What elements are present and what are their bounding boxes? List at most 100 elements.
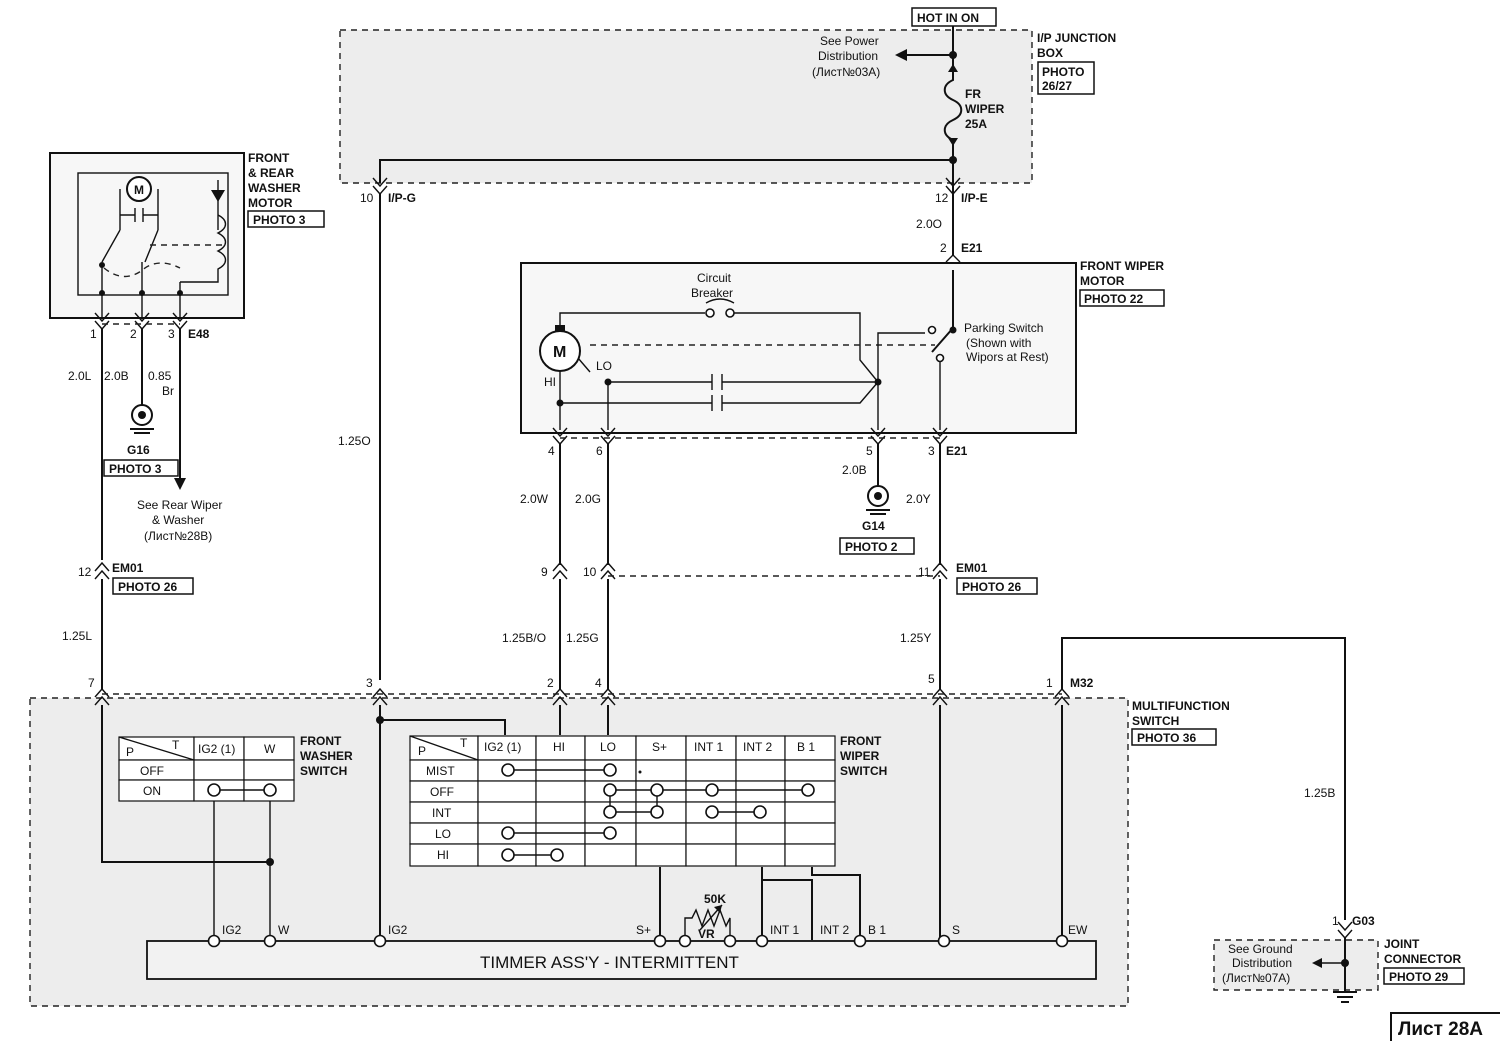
junction-dot (266, 858, 274, 866)
ipg-pin: 10 (360, 191, 374, 205)
wiper-row-hi: HI (437, 848, 449, 862)
resistor-label: 50K (704, 892, 726, 906)
breaker-label2: Breaker (691, 286, 733, 300)
multifunction-photo: PHOTO 36 (1137, 731, 1196, 745)
timer-pin-int1: INT 1 (770, 923, 799, 937)
joint-photo-box (1383, 967, 1465, 985)
hi-lo-switch-feeds (559, 705, 609, 735)
wire-125y-label: 1.25Y (900, 631, 931, 645)
hot-in-on-label: HOT IN ON (917, 11, 979, 25)
wiper-table-cell (735, 780, 786, 803)
wire-125g-label: 1.25G (566, 631, 599, 645)
breaker-right-wire (734, 312, 879, 383)
washer-switch-title3: SWITCH (300, 764, 347, 778)
ip-junction-title2: BOX (1037, 46, 1063, 60)
washer-ew-feed (101, 705, 270, 863)
g16-ground-bars (130, 428, 154, 434)
m32-pin4: 4 (595, 676, 602, 690)
e21-pin5: 5 (866, 444, 873, 458)
g16-photo-box (103, 459, 179, 477)
wiper-table-cell (735, 822, 786, 845)
wiper-table-cell (584, 843, 637, 867)
power-ref-line2: Distribution (818, 49, 878, 63)
e21-bottom-label: E21 (946, 444, 968, 458)
motor-top-wire (559, 312, 705, 325)
wiper-table-cell (735, 759, 786, 782)
g16-label: G16 (127, 443, 150, 457)
joint-connector-area (1213, 939, 1379, 991)
washer-switch-table (118, 736, 295, 802)
washer-switch-col-w: W (264, 742, 276, 756)
fuse-label-1: FR (965, 87, 981, 101)
rear-ref-line1: See Rear Wiper (137, 498, 222, 512)
wiper-motor-m: M (553, 344, 566, 361)
fuse-arrow-bottom (948, 138, 958, 146)
ground-ref-line1: See Ground (1228, 942, 1293, 956)
wire-20y-label: 2.0Y (906, 492, 931, 506)
wiper-row-int: INT (432, 806, 452, 820)
wiper-table-cell (685, 822, 737, 845)
ip-photo-box (1037, 61, 1095, 95)
fuse-label-2: WIPER (965, 102, 1005, 116)
wire-ipg-branch (379, 159, 953, 183)
breaker-contact-left (705, 308, 715, 318)
g16-ground-center (138, 411, 146, 419)
wiper-switch-title3: SWITCH (840, 764, 887, 778)
washer-motor-photo: PHOTO 3 (253, 213, 306, 227)
wiper-off-splus-contact (650, 783, 664, 797)
multifunction-title1: MULTIFUNCTION (1132, 699, 1230, 713)
wiper-switch-table (409, 735, 836, 867)
g14-photo-box (839, 537, 915, 555)
wiper-table-cell (784, 801, 836, 824)
switch-to-timer-wires (379, 720, 861, 940)
power-ref-line3: (Лист№03А) (812, 65, 880, 79)
wiper-table-cell (584, 735, 637, 761)
wire-br-label: Br (162, 384, 174, 398)
page-label-frame (1390, 1012, 1500, 1041)
wiper-col-ig2: IG2 (1) (484, 740, 521, 754)
washer-switch-row-on: ON (143, 784, 161, 798)
park-contact-bottom (935, 353, 945, 363)
wiper-col-splus: S+ (652, 740, 667, 754)
em01-right-label: EM01 (956, 561, 988, 575)
wiper-table-cell (477, 780, 537, 803)
park-pivot (949, 326, 957, 334)
m32-pin2: 2 (547, 676, 554, 690)
resistor-symbol (684, 908, 731, 940)
wire-20b-label: 2.0B (104, 369, 129, 383)
em01-right-photo: PHOTO 26 (962, 580, 1021, 594)
wiper-table-cell (784, 759, 836, 782)
timer-pin-terminals (207, 934, 1069, 948)
joint-title1: JOINT (1384, 937, 1420, 951)
wiper-row-lo: LO (435, 827, 451, 841)
connector-em01-12 (94, 561, 110, 580)
washer-motor-title3: WASHER (248, 181, 301, 195)
e21-pin3: 3 (928, 444, 935, 458)
e48-pin1: 1 (90, 327, 97, 341)
wiper-row-off: OFF (430, 785, 454, 799)
washer-coil (180, 214, 227, 283)
wiper-motor-photo-box (1079, 289, 1165, 307)
em01-pin9: 9 (541, 565, 548, 579)
ig2-branch (379, 705, 506, 735)
em01-pin10: 10 (583, 565, 597, 579)
wire-085-label: 0.85 (148, 369, 172, 383)
breaker-label1: Circuit (697, 271, 732, 285)
washer-switch-t: T (172, 738, 180, 752)
motor-hi-label: HI (544, 375, 556, 389)
e48-pin2: 2 (130, 327, 137, 341)
breaker-arc (705, 298, 735, 304)
m32-label: M32 (1070, 676, 1094, 690)
e48-label: E48 (188, 327, 210, 341)
vr-label: VR (698, 927, 715, 941)
wiper-table-cell (784, 735, 836, 761)
washer-diode-symbol (211, 190, 225, 202)
connector-g03 (1337, 921, 1353, 940)
connector-m32-3 (372, 687, 388, 706)
wiper-table-cell (635, 759, 687, 782)
park-label3: Wipors at Rest) (966, 350, 1049, 364)
wiper-table-cell (784, 843, 836, 867)
wiper-motor-title2: MOTOR (1080, 274, 1125, 288)
timer-pin-ig2-b: IG2 (388, 923, 408, 937)
motor-brush-top (555, 325, 565, 331)
